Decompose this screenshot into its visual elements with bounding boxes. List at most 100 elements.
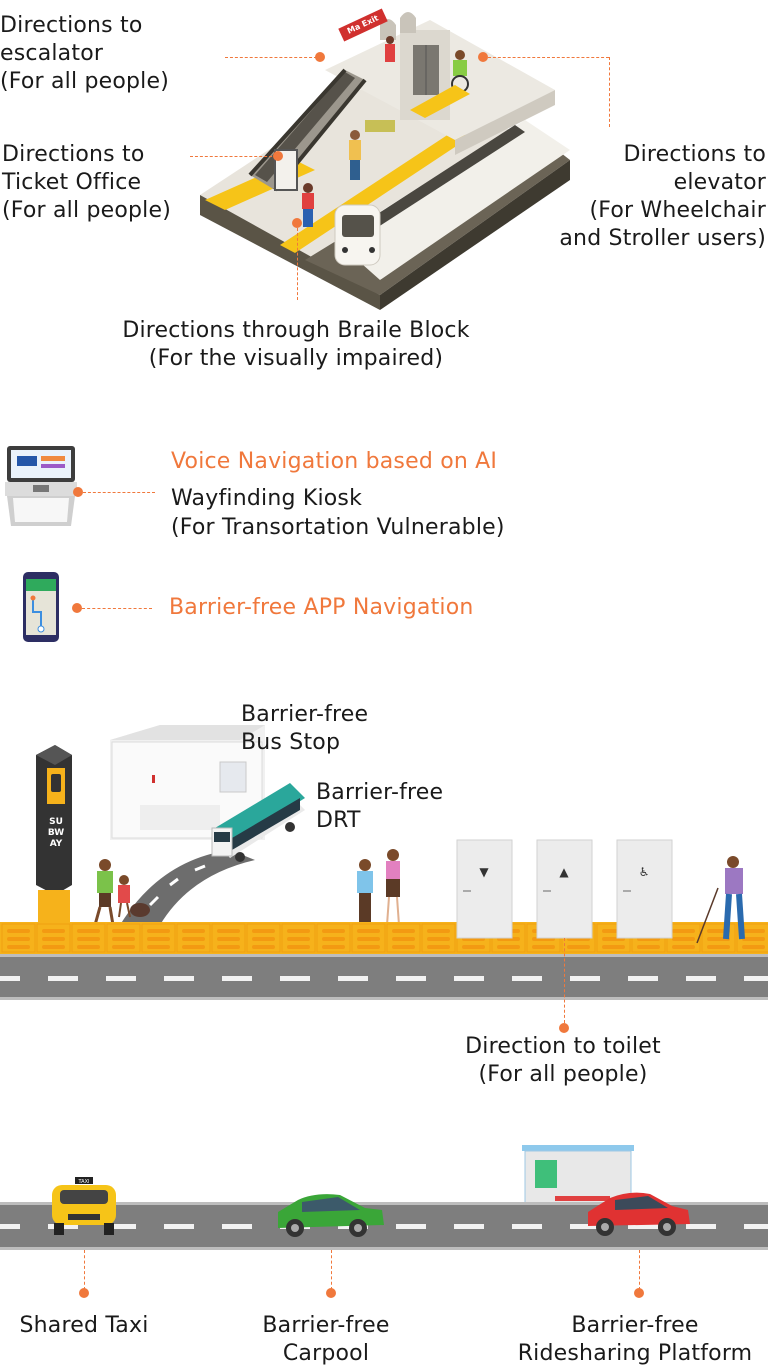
elevator-label-line: Directions to <box>623 142 766 167</box>
braille-tile <box>211 923 246 953</box>
braille-tile <box>176 923 211 953</box>
braille-bar <box>217 937 240 941</box>
ridesharing-label-line: Barrier-free <box>571 1313 699 1338</box>
lane-dash <box>512 976 542 981</box>
accessible-toilet-icon: ♿ <box>639 865 650 879</box>
carpool-label-line: Barrier-free <box>262 1313 390 1338</box>
elevator-label-line: and Stroller users) <box>559 226 766 251</box>
lane-dash <box>396 976 426 981</box>
escalator-label-line: Directions to <box>0 13 143 38</box>
toilet-label: Direction to toilet (For all people) <box>413 1033 713 1089</box>
braille-bar <box>322 937 345 941</box>
taxi-icon: TAXI <box>52 1177 116 1235</box>
braille-bar <box>147 945 170 949</box>
braille-bar <box>322 945 345 949</box>
taxi-marker <box>79 1288 89 1298</box>
braille-bar <box>427 929 450 933</box>
lane-dash <box>106 976 136 981</box>
braille-bar <box>392 945 415 949</box>
braille-tile <box>701 923 736 953</box>
braille-bar <box>42 945 65 949</box>
braille-bar <box>497 945 520 949</box>
toilet-label-line: (For all people) <box>478 1062 648 1087</box>
elevator-label-line: elevator <box>673 170 766 195</box>
braille-bar <box>672 929 695 933</box>
carpool-label: Barrier-free Carpool <box>226 1312 426 1368</box>
braille-bar <box>287 945 310 949</box>
braille-bar <box>77 929 100 933</box>
ticket-office-label-line: Ticket Office <box>2 170 142 195</box>
elevator-leader-line-vertical <box>609 57 610 127</box>
braille-bar <box>112 929 135 933</box>
elevator-label-line: (For Wheelchair <box>589 198 766 223</box>
lane-dash <box>628 1224 658 1229</box>
braille-bar <box>182 937 205 941</box>
lane-dash <box>106 1224 136 1229</box>
ticket-office-leader-line <box>190 156 277 157</box>
ridesharing-car-icon <box>588 1192 690 1236</box>
lane-dash <box>280 976 310 981</box>
braille-bar <box>357 929 380 933</box>
ridesharing-label-line: Ridesharing Platform <box>517 1341 753 1366</box>
toilet-leader-line <box>564 938 565 1023</box>
braille-bar <box>357 937 380 941</box>
braille-bar <box>252 945 275 949</box>
taxi-sign: TAXI <box>78 1179 90 1185</box>
elevator-marker <box>478 52 488 62</box>
smartphone-map-icon <box>23 572 59 642</box>
drt-label-line: Barrier-free <box>316 780 444 805</box>
bus-stop-label-line: Barrier-free <box>241 702 369 727</box>
braille-tile <box>386 923 421 953</box>
braille-tile <box>281 923 316 953</box>
lane-dash <box>570 1224 600 1229</box>
bus-stop-label-line: Bus Stop <box>241 730 341 755</box>
ticket-office-label: Directions to Ticket Office (For all peo… <box>2 141 171 225</box>
braille-bar <box>742 929 765 933</box>
female-toilet-icon: ▲ <box>559 865 569 879</box>
ticket-office-label-line: (For all people) <box>2 198 172 223</box>
lane-dash <box>164 1224 194 1229</box>
braille-bar <box>392 937 415 941</box>
lane-dash <box>48 976 78 981</box>
kiosk-subtitle: (For Transortation Vulnerable) <box>171 515 505 540</box>
braille-bar <box>217 929 240 933</box>
braille-bar <box>147 937 170 941</box>
lane-dash <box>570 976 600 981</box>
braille-bar <box>322 929 345 933</box>
braille-tile <box>106 923 141 953</box>
braille-bar <box>707 945 730 949</box>
bus-stop-label: Barrier-free Bus Stop <box>241 701 368 757</box>
escalator-label-line: escalator <box>0 41 104 66</box>
braille-bar <box>252 937 275 941</box>
braille-bar <box>287 929 310 933</box>
lane-dash <box>512 1224 542 1229</box>
ticket-office-marker <box>273 151 283 161</box>
braille-bar <box>742 945 765 949</box>
elevator-leader-line <box>488 57 609 58</box>
toilet-marker <box>559 1023 569 1033</box>
braille-bar <box>77 945 100 949</box>
lane-dash <box>222 976 252 981</box>
braille-tile <box>36 923 71 953</box>
braille-bar <box>7 937 30 941</box>
shared-taxi-label: Shared Taxi <box>19 1313 149 1338</box>
braille-label-line: Directions through Braile Block <box>122 318 470 343</box>
braille-tile <box>71 923 106 953</box>
app-marker <box>72 603 82 613</box>
kiosk-leader-line <box>83 492 155 493</box>
braille-bar <box>392 929 415 933</box>
braille-bar <box>217 945 240 949</box>
braille-tile <box>141 923 176 953</box>
braille-bar <box>147 929 170 933</box>
lane-dash <box>396 1224 426 1229</box>
braille-bar <box>672 937 695 941</box>
ridesharing-marker <box>634 1288 644 1298</box>
braille-bar <box>42 929 65 933</box>
braille-label-line: (For the visually impaired) <box>148 346 444 371</box>
braille-bar <box>357 945 380 949</box>
male-toilet-icon: ▼ <box>479 865 489 879</box>
lane-dash <box>222 1224 252 1229</box>
ridesharing-label: Barrier-free Ridesharing Platform <box>500 1312 768 1368</box>
braille-tile <box>246 923 281 953</box>
lane-dash <box>686 976 716 981</box>
